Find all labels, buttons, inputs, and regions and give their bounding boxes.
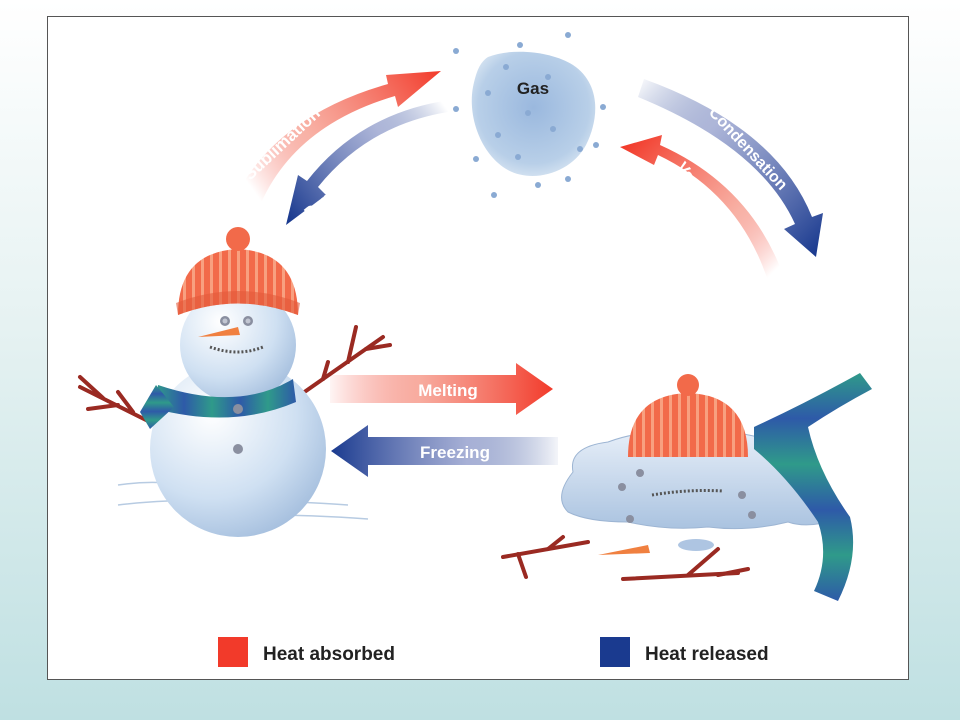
gas-cloud-icon: Gas bbox=[453, 32, 606, 198]
legend: Heat absorbed Heat released bbox=[218, 637, 769, 667]
heat-absorbed-swatch bbox=[218, 637, 248, 667]
gas-label: Gas bbox=[517, 79, 549, 98]
vaporization-arrow bbox=[620, 135, 786, 287]
condensation-arrow bbox=[638, 79, 823, 257]
diagram-slide: Gas Sublimation Deposition Condensation … bbox=[47, 16, 909, 680]
heat-absorbed-label: Heat absorbed bbox=[263, 644, 395, 665]
heat-released-swatch bbox=[600, 637, 630, 667]
condensation-label: Condensation bbox=[705, 104, 790, 194]
melting-label: Melting bbox=[418, 381, 478, 400]
phase-change-diagram: Gas Sublimation Deposition Condensation … bbox=[78, 32, 872, 667]
snowman-icon bbox=[78, 227, 392, 537]
freezing-arrow bbox=[331, 425, 558, 477]
melting-arrow bbox=[330, 363, 553, 415]
scarf-icon bbox=[156, 379, 296, 418]
twig-icon bbox=[78, 325, 392, 427]
sublimation-label: Sublimation bbox=[240, 104, 324, 184]
heat-released-label: Heat released bbox=[645, 644, 769, 665]
sublimation-arrow bbox=[235, 71, 441, 203]
deposition-arrow bbox=[286, 100, 450, 225]
freezing-label: Freezing bbox=[420, 443, 490, 462]
melted-snowman-icon bbox=[501, 373, 872, 601]
carrot-icon bbox=[198, 327, 240, 337]
